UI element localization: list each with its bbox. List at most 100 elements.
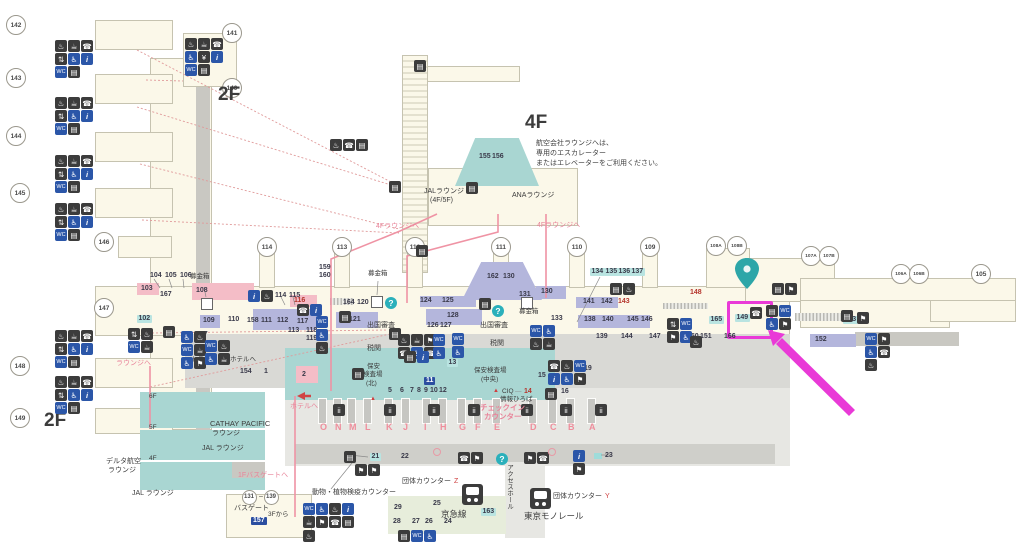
cafe-icon: ☕ <box>68 97 80 109</box>
map-label: 1Fバスゲートへ <box>238 472 289 479</box>
checkin-counter-island <box>492 398 501 424</box>
service-icon: ⚑ <box>471 452 483 464</box>
checkin-counter-island <box>363 398 372 424</box>
zone-cream <box>930 300 1016 322</box>
facility-icon-cluster: ♨ <box>690 336 702 348</box>
gate-141: 141 <box>222 23 242 43</box>
stand-number-25: 25 <box>433 500 441 507</box>
phone-icon: ☎ <box>81 203 93 215</box>
gate-114: 114 <box>257 237 277 257</box>
map-label: 専用のエスカレーター <box>536 150 606 157</box>
facility-icon-cluster: ⚑☎ <box>524 452 549 464</box>
facility-icon-cluster: WC⚑♿☎♨ <box>865 333 890 371</box>
stand-number-151: 151 <box>700 333 712 340</box>
gate-106A: 106A <box>891 264 911 284</box>
facility-icon-cluster: ▤ <box>841 310 853 322</box>
stand-number-22: 22 <box>401 453 409 460</box>
stand-number-167: 167 <box>160 291 172 298</box>
zone-pink <box>192 283 254 300</box>
service-icon: ⚑ <box>573 463 585 475</box>
gate-110: 110 <box>567 237 587 257</box>
gate-106B: 106B <box>909 264 929 284</box>
smoking-room-icon: ♨ <box>316 342 328 354</box>
stand-number-143: 143 <box>618 298 630 305</box>
wheelchair-icon: ♿ <box>316 329 328 341</box>
restroom-icon: WC <box>55 229 67 241</box>
smoking-room-icon: ♨ <box>194 331 206 343</box>
elevator-icon: ▤ <box>841 310 853 322</box>
checkin-counter-island <box>548 398 557 424</box>
zone-teal <box>140 392 265 428</box>
facility-icon-cluster: ☎ <box>750 307 762 319</box>
facility-icon-cluster: ▤ <box>466 182 478 194</box>
elevator-icon: ▤ <box>68 356 80 368</box>
zone-cream <box>118 236 172 258</box>
map-label: — <box>515 388 522 395</box>
wheelchair-icon: ♿ <box>181 331 193 343</box>
stand-number-147: 147 <box>649 333 661 340</box>
stand-number-109: 109 <box>203 317 215 324</box>
checkin-row-letter: H <box>440 422 447 432</box>
checkin-row-letter: M <box>349 422 357 432</box>
map-label: ラウンジ <box>212 430 240 437</box>
stand-number-133: 133 <box>551 315 563 322</box>
stand-number-159: 159 <box>319 264 331 271</box>
elevator-icon: ▤ <box>479 298 491 310</box>
service-icon: ⚑ <box>779 318 791 330</box>
checkin-counter-island <box>318 398 327 424</box>
cafe-icon: ☕ <box>218 353 230 365</box>
elevator-icon: ▤ <box>466 182 478 194</box>
checkin-row-letter: L <box>365 422 371 432</box>
elevator-icon: ▤ <box>68 123 80 135</box>
elevator-icon: ▤ <box>68 229 80 241</box>
stand-number-135: 135 <box>604 268 619 276</box>
restroom-icon: WC <box>55 123 67 135</box>
stand-number-2: 2 <box>302 371 306 378</box>
map-label: 5F <box>149 424 157 431</box>
phone-icon: ☎ <box>81 330 93 342</box>
restroom-icon: WC <box>303 503 315 515</box>
checkin-row-letter: A <box>589 422 596 432</box>
map-label: CIQ <box>502 388 514 395</box>
map-label: 募金箱 <box>368 270 388 277</box>
gate-145: 145 <box>10 183 30 203</box>
gate-111: 111 <box>491 237 511 257</box>
escalator-icon: ⇅ <box>128 328 140 340</box>
smoking-room-icon: ♨ <box>141 328 153 340</box>
map-label: 2F <box>44 410 67 431</box>
service-icon: ⚑ <box>368 464 380 476</box>
stand-number-127: 127 <box>440 322 452 329</box>
escalator-icon: ⇅ <box>667 318 679 330</box>
wheelchair-icon: ♿ <box>452 346 464 358</box>
checkin-row-letter: F <box>475 422 481 432</box>
stand-number-164: 164 <box>343 299 355 306</box>
checkin-row-letter: G <box>459 422 467 432</box>
wheelchair-icon: ♿ <box>68 389 80 401</box>
info-icon: i <box>548 373 560 385</box>
facility-icon-cluster: WC♿♨☕ <box>530 325 555 350</box>
gate-113: 113 <box>332 237 352 257</box>
smoking-room-icon: ♨ <box>398 334 410 346</box>
stand-number-24: 24 <box>444 518 452 525</box>
smoking-room-icon: ♨ <box>55 330 67 342</box>
zone-corr <box>232 462 265 478</box>
phone-icon: ☎ <box>343 139 355 151</box>
wheelchair-icon: ♿ <box>205 353 217 365</box>
cafe-icon: ☕ <box>68 376 80 388</box>
gate-147: 147 <box>94 298 114 318</box>
stand-number-26: 26 <box>425 518 433 525</box>
map-label: 動物・植物検疫カウンター <box>312 489 396 496</box>
info-icon: i <box>248 290 260 302</box>
restroom-icon: WC <box>128 341 140 353</box>
gate-131: 131 <box>241 489 257 505</box>
smoking-room-icon: ♨ <box>330 139 342 151</box>
facility-icon-cluster: ▤ <box>163 326 175 338</box>
stand-number-125: 125 <box>442 297 454 304</box>
facility-icon-cluster: ▤ <box>479 298 491 310</box>
map-label: Z <box>454 478 459 485</box>
gate-148: 148 <box>10 356 30 376</box>
